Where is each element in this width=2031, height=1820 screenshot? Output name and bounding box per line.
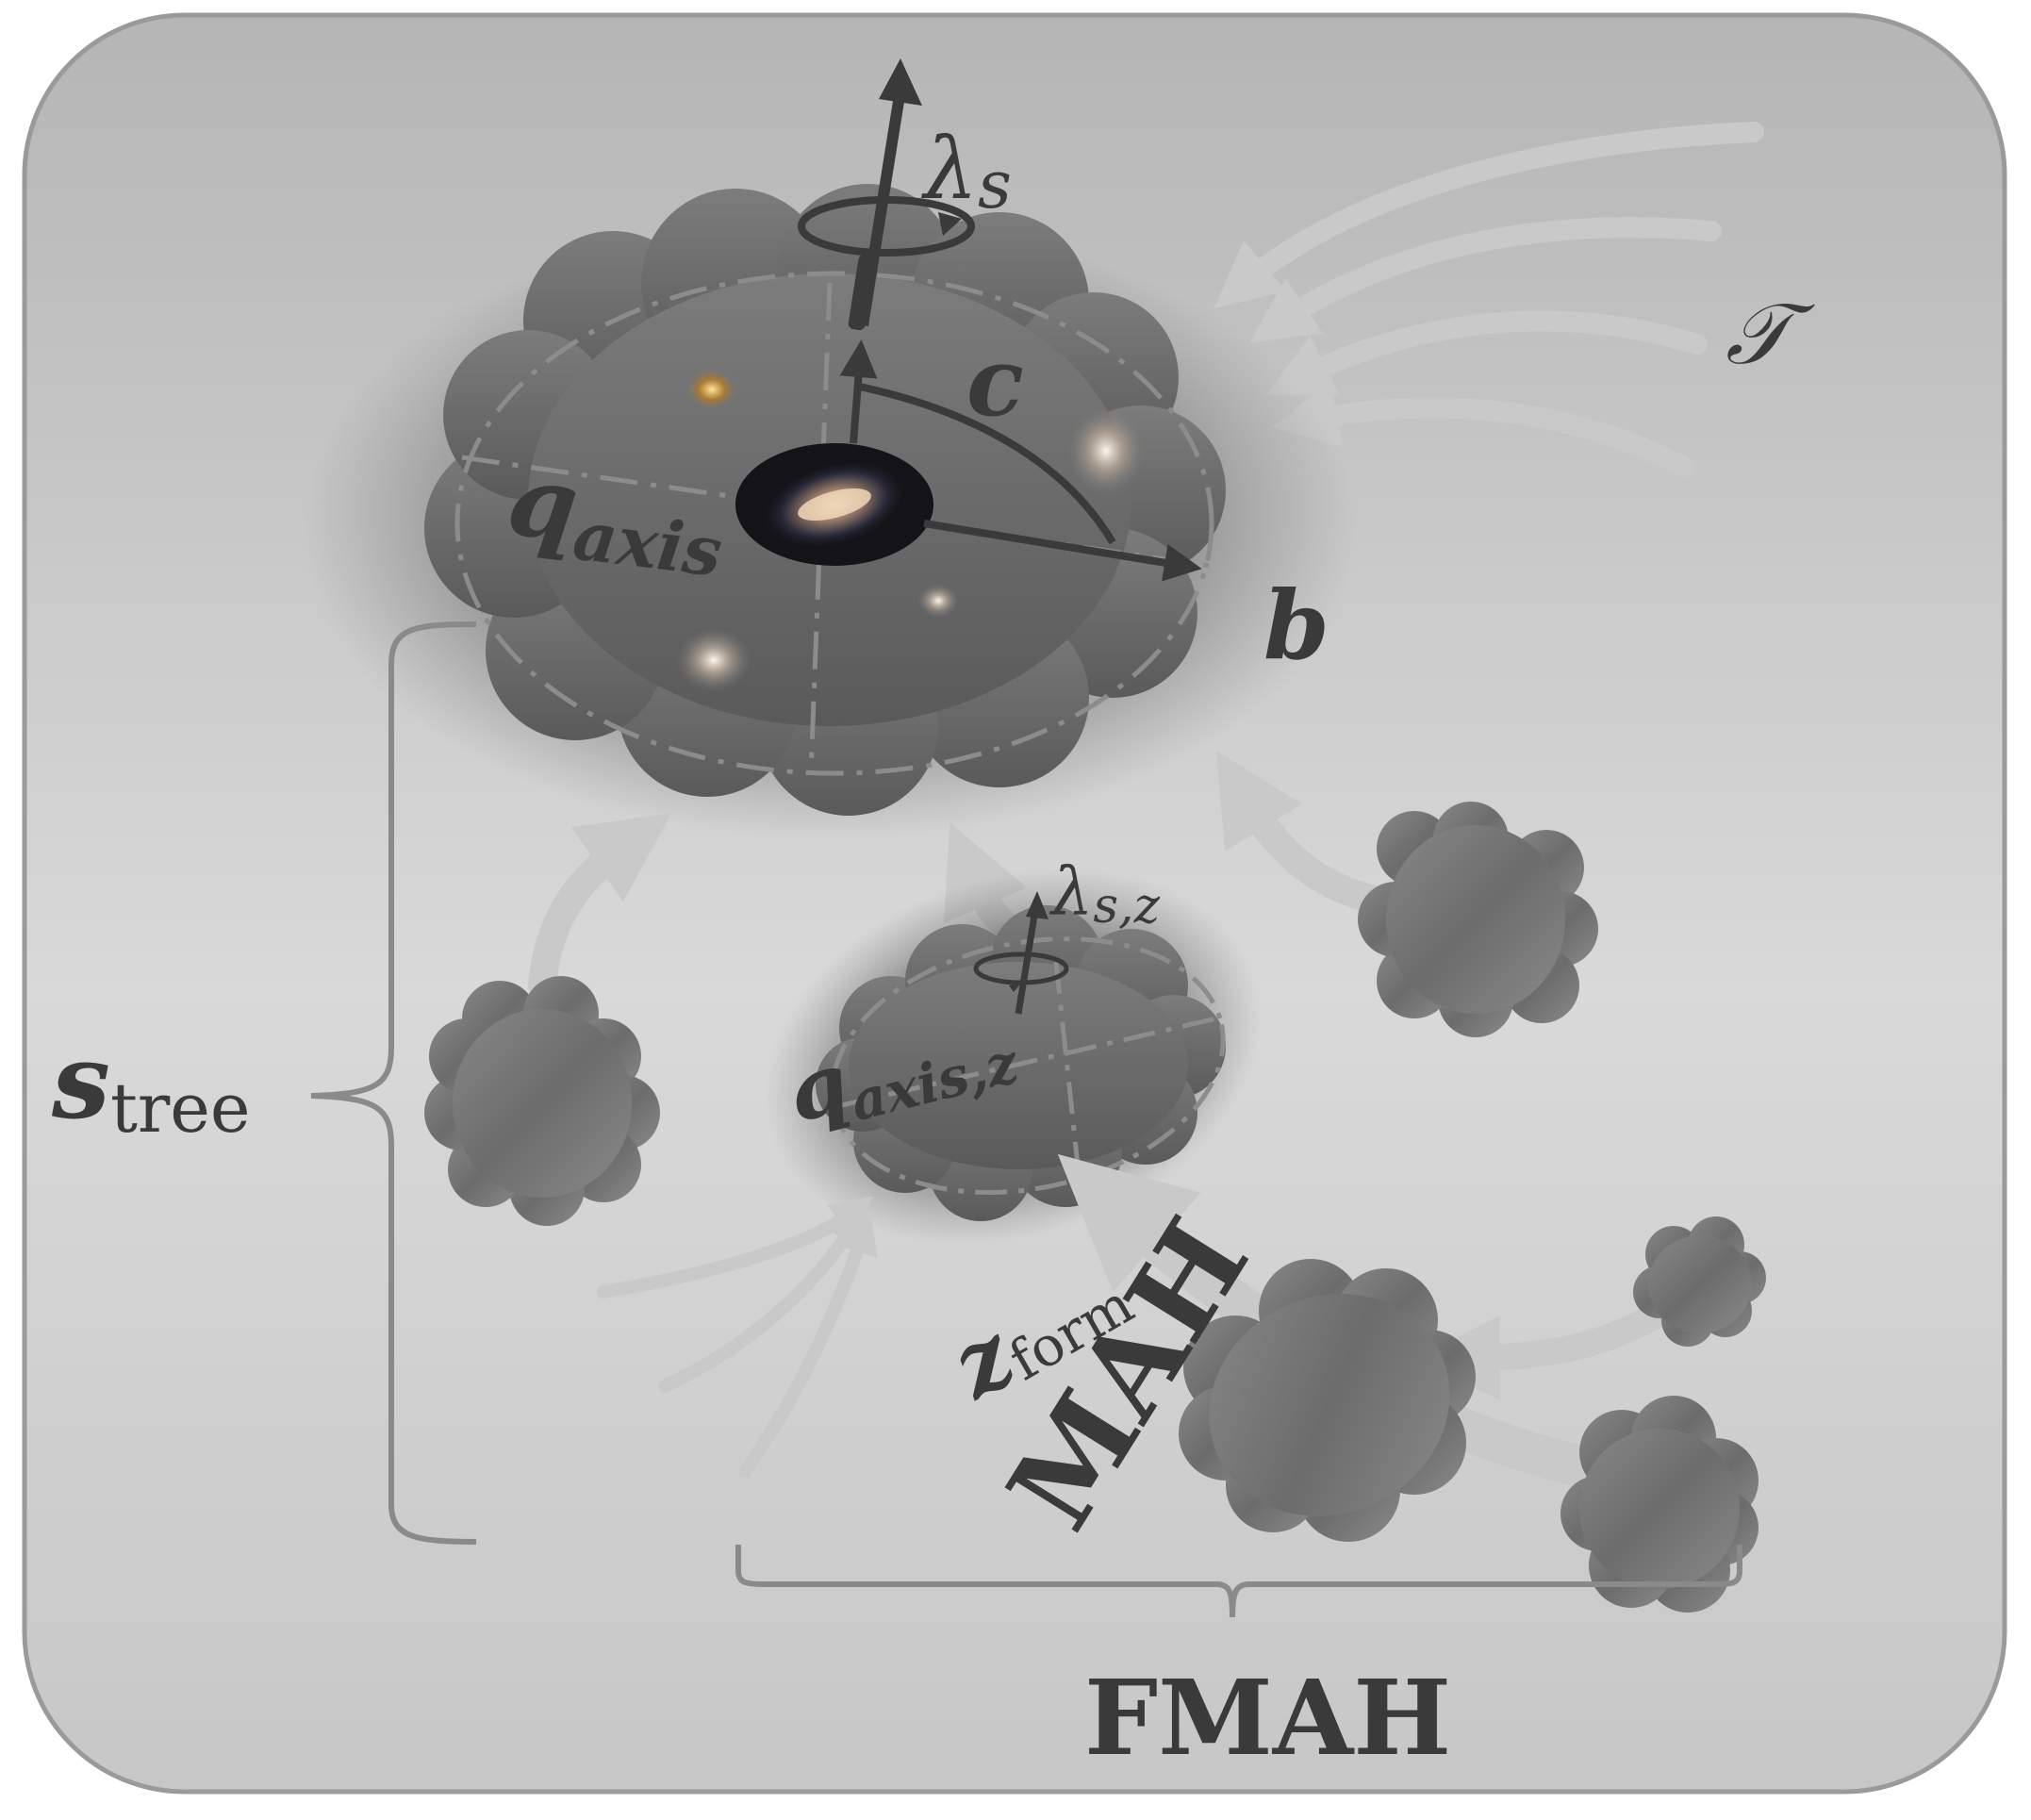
- main-halo-ellipse: [454, 271, 1214, 776]
- accretion-streams-z: [597, 1196, 878, 1478]
- s-tree-brace: [310, 621, 477, 1545]
- central-galaxy: [735, 443, 933, 566]
- label-q-axis: qaxis: [501, 440, 733, 592]
- label-s-tree: stree: [51, 1020, 251, 1148]
- progenitor-cloud-right: [1358, 802, 1598, 1037]
- shape-axes-main: [839, 339, 1202, 582]
- satellite-galaxy-right: [1066, 405, 1146, 496]
- label-c: c: [966, 326, 1024, 438]
- label-b: b: [1263, 570, 1329, 681]
- label-lambda-s: λs: [921, 120, 1012, 223]
- fmah-brace: [735, 1545, 1742, 1618]
- label-fmah: FMAH: [1084, 1657, 1451, 1779]
- satellite-galaxy-gold: [685, 369, 738, 410]
- spin-axis-main: [798, 58, 975, 331]
- progenitor-cloud-left: [424, 976, 660, 1226]
- halo-z-axes: [829, 961, 1217, 1184]
- progenitor-cloud-mah-small: [1633, 1216, 1766, 1347]
- progenitor-cloud-mah-bottom: [1560, 1396, 1759, 1613]
- satellite-galaxy-small: [917, 584, 959, 618]
- tidal-field-arrows: [1214, 122, 1764, 477]
- spin-axis-z: [973, 891, 1069, 1015]
- label-lambda-sz: λs,z: [1049, 853, 1161, 935]
- satellite-galaxy-bottom: [676, 628, 751, 692]
- progenitor-cloud-mah-large: [1179, 1259, 1476, 1542]
- halo-z-cloud: [816, 905, 1226, 1221]
